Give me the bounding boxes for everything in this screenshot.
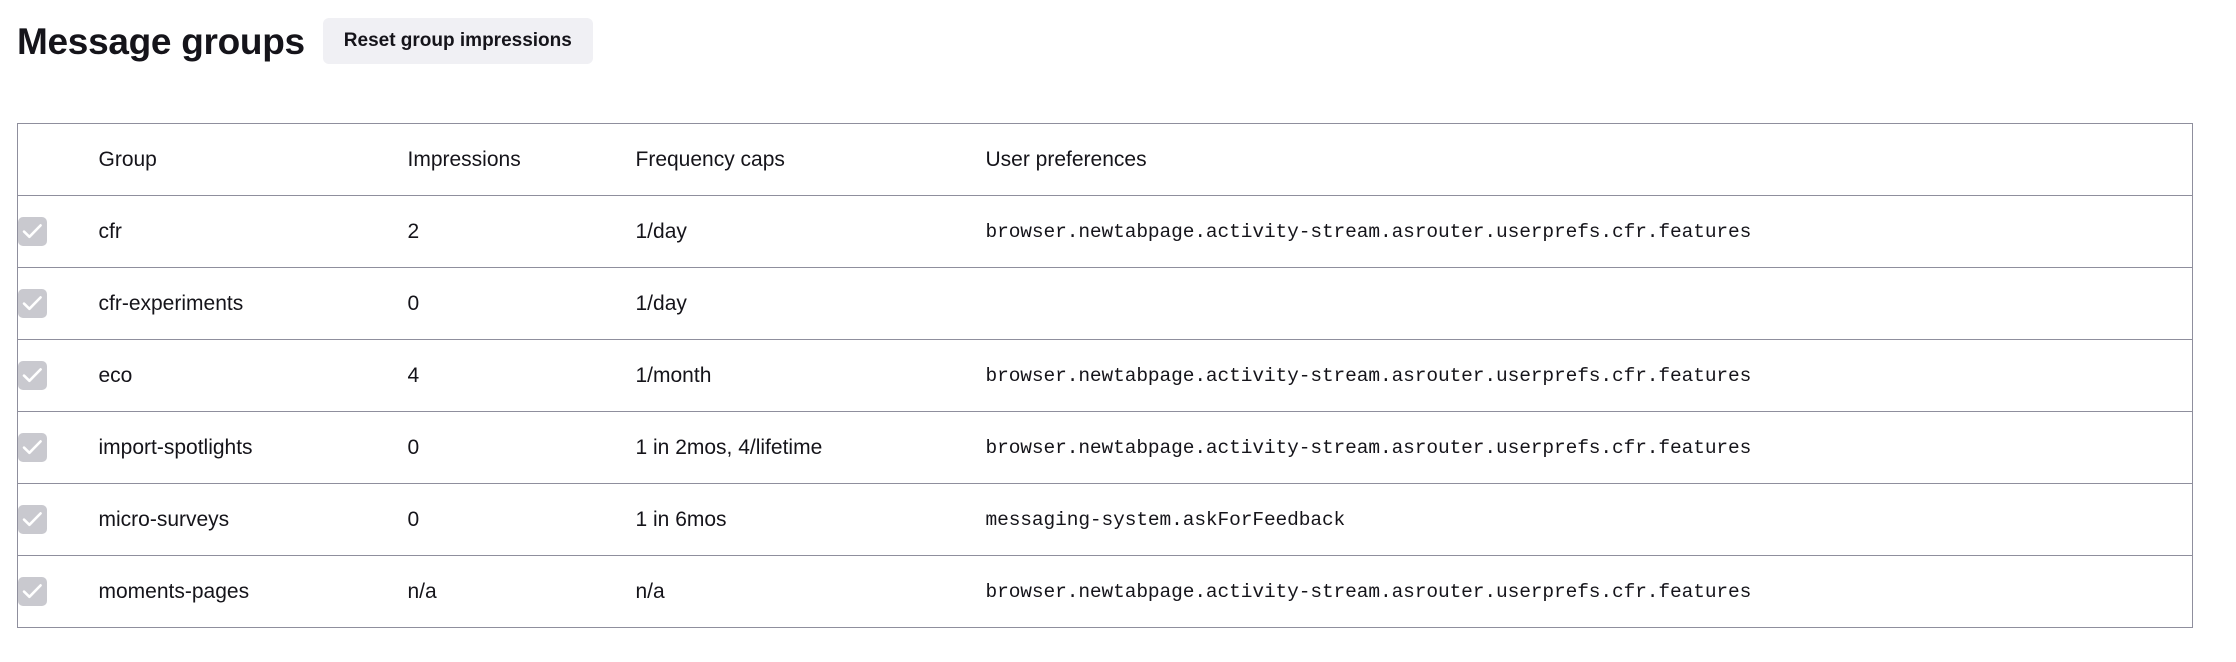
checkmark-icon <box>22 584 42 599</box>
user-preferences-cell: browser.newtabpage.activity-stream.asrou… <box>985 339 2193 412</box>
group-name-cell: cfr <box>98 195 408 268</box>
impressions-cell: 0 <box>407 483 636 556</box>
group-enabled-cell <box>17 267 99 340</box>
group-name-cell: moments-pages <box>98 579 250 603</box>
frequency-caps-cell: 1/day <box>635 195 986 268</box>
group-enabled-checkbox[interactable] <box>18 289 47 318</box>
frequency-caps-cell: 1/month <box>635 339 986 412</box>
impressions-cell: 0 <box>407 411 636 484</box>
frequency-caps-cell: n/a <box>635 579 665 603</box>
checkmark-icon <box>22 296 42 311</box>
impressions-cell: 0 <box>407 267 636 340</box>
group-enabled-cell <box>17 195 99 268</box>
frequency-caps-cell: 1 in 6mos <box>635 483 986 556</box>
page-title: Message groups <box>17 20 305 62</box>
group-enabled-checkbox[interactable] <box>18 505 47 534</box>
column-header-impressions: Impressions <box>407 123 636 196</box>
frequency-caps-cell: 1 in 2mos, 4/lifetime <box>635 411 986 484</box>
impressions-cell: 4 <box>407 339 636 412</box>
group-name-cell: cfr-experiments <box>98 267 408 340</box>
table-row: moments-pages n/a n/a browser.newtabpage.ac… <box>18 556 2193 628</box>
column-header-user-preferences: User preferences <box>985 123 2193 196</box>
group-enabled-checkbox[interactable] <box>18 577 47 606</box>
table-head: Group Impressions Frequency caps User pr… <box>17 123 2193 196</box>
column-header-group: Group <box>98 123 408 196</box>
frequency-caps-cell: 1/day <box>635 267 986 340</box>
group-enabled-cell <box>17 339 99 412</box>
column-header-frequency-caps: Frequency caps <box>635 123 986 196</box>
table-header-row: Group Impressions Frequency caps User pr… <box>17 123 2193 196</box>
group-name-cell: import-spotlights <box>98 411 408 484</box>
group-enabled-cell <box>17 411 99 484</box>
user-preferences-cell: messaging-system.askForFeedback <box>985 483 2193 556</box>
group-enabled-cell <box>17 483 99 556</box>
user-preferences-cell <box>985 267 2193 340</box>
checkmark-icon <box>22 440 42 455</box>
reset-group-impressions-button[interactable]: Reset group impressions <box>322 18 593 64</box>
group-name-cell: micro-surveys <box>98 483 408 556</box>
page-header: Message groups Reset group impressions <box>17 12 593 70</box>
message-groups-table: Group Impressions Frequency caps User pr… <box>17 123 2193 628</box>
checkmark-icon <box>22 368 42 383</box>
group-name-cell: eco <box>98 339 408 412</box>
column-header-checkbox <box>17 123 99 196</box>
group-enabled-cell <box>18 556 99 628</box>
user-preferences-cell: browser.newtabpage.activity-stream.asrou… <box>985 580 1752 603</box>
impressions-cell: 2 <box>407 195 636 268</box>
message-groups-table-container: Group Impressions Frequency caps User pr… <box>17 123 2193 628</box>
group-enabled-checkbox[interactable] <box>18 433 47 462</box>
user-preferences-cell: browser.newtabpage.activity-stream.asrou… <box>985 411 2193 484</box>
impressions-cell: n/a <box>407 579 437 603</box>
checkmark-icon <box>22 512 42 527</box>
group-enabled-checkbox[interactable] <box>18 217 47 246</box>
checkmark-icon <box>22 224 42 239</box>
user-preferences-cell: browser.newtabpage.activity-stream.asrou… <box>985 195 2193 268</box>
group-enabled-checkbox[interactable] <box>18 361 47 390</box>
